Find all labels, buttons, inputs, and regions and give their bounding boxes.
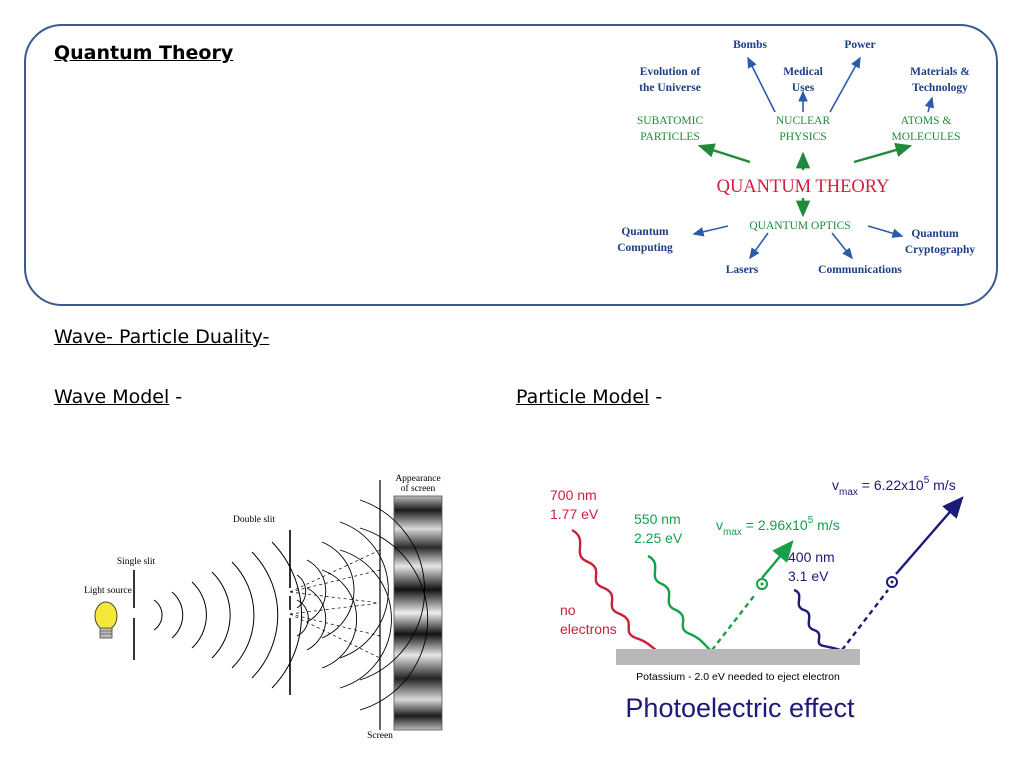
light-bulb-icon — [94, 601, 118, 639]
label-potassium: Potassium - 2.0 eV needed to eject elect… — [636, 671, 840, 683]
arrow-lasers — [749, 232, 769, 260]
label-center: QUANTUM THEORY — [717, 177, 890, 197]
label-double-slit: Double slit — [233, 515, 275, 525]
arrow-atoms — [853, 143, 913, 164]
arrow-qcrypto — [867, 225, 904, 238]
particle-model-heading: Particle Model - — [516, 386, 663, 408]
label-power: Power — [844, 39, 875, 51]
title-panel — [24, 24, 998, 306]
wave-model-heading: Wave Model - — [54, 386, 183, 408]
label-screen: Screen — [367, 731, 393, 741]
green-electron-path — [711, 595, 755, 651]
fringe-pattern — [393, 495, 443, 731]
page-title: Quantum Theory — [54, 42, 234, 64]
arrow-qcomputing — [692, 225, 729, 237]
arrow-subatomic — [697, 143, 751, 164]
label-vmax-blue: vmax = 6.22x105 m/s — [832, 475, 956, 498]
arrow-materials — [924, 96, 934, 113]
duality-heading: Wave- Particle Duality- — [54, 326, 270, 348]
label-photoelectric-caption: Photoelectric effect — [625, 693, 855, 723]
arrow-power — [829, 56, 861, 113]
green-electron — [756, 578, 768, 590]
label-materials: Materials &Technology — [910, 66, 970, 94]
green-photon-wave — [647, 554, 711, 651]
arrow-communications — [831, 232, 853, 260]
navy-photon-wave — [793, 588, 841, 652]
label-lasers: Lasers — [726, 264, 759, 276]
label-bombs: Bombs — [733, 39, 767, 51]
label-atoms: ATOMS &MOLECULES — [892, 115, 961, 143]
label-single-slit: Single slit — [117, 557, 156, 567]
label-light-source: Light source — [84, 586, 132, 596]
potassium-plate — [616, 649, 860, 665]
label-vmax-green: vmax = 2.96x105 m/s — [716, 515, 840, 538]
red-photon-wave — [571, 528, 657, 651]
arrow-bombs — [747, 56, 776, 113]
navy-electron-path — [841, 589, 889, 651]
navy-electron — [886, 576, 898, 588]
label-optics: QUANTUM OPTICS — [749, 220, 850, 232]
label-communications: Communications — [818, 264, 902, 276]
